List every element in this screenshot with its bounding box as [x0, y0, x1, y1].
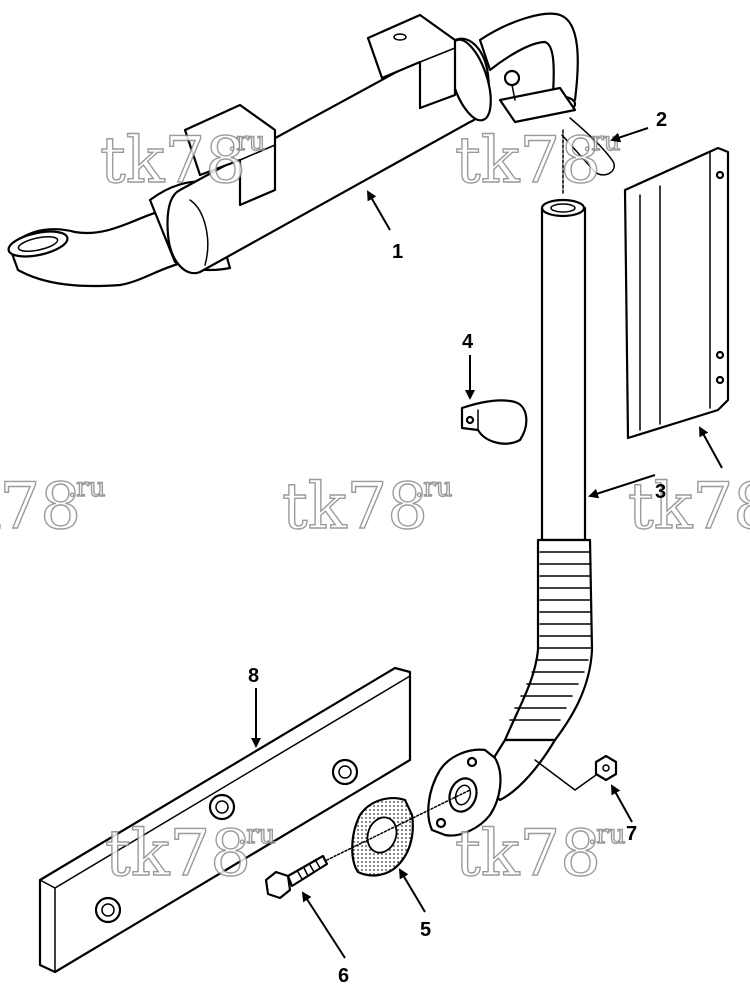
mounting-rail: [38, 666, 412, 974]
svg-text:tk78: tk78: [0, 470, 81, 544]
svg-text:tk78: tk78: [282, 470, 428, 544]
callout-7: 7: [626, 823, 637, 845]
watermark: tk78 .ru: [281, 469, 453, 544]
rail-holes: [94, 758, 359, 924]
heat-shield-panel: [623, 146, 730, 440]
hex-nut: [534, 754, 618, 791]
callout-3: 3: [655, 481, 666, 503]
watermark: tk78 .ru: [0, 469, 106, 544]
hex-bolt: [264, 789, 471, 900]
svg-text:.ru: .ru: [415, 473, 452, 503]
watermark: tk78 .ru: [104, 816, 276, 891]
callout-1: 1: [392, 241, 403, 263]
leader-5: [398, 868, 426, 913]
flange-gasket: [351, 797, 414, 877]
leader-2: [610, 127, 649, 143]
svg-text:.ru: .ru: [68, 473, 105, 503]
watermarks: tk78 .ru tk78 .ru tk78 .ru tk78 .ru tk78…: [0, 123, 750, 891]
leader-1: [366, 190, 391, 231]
svg-text:tk78: tk78: [455, 124, 601, 198]
leader-9: [699, 426, 723, 469]
watermark: tk78 .ru: [454, 123, 621, 198]
svg-text:.ru: .ru: [228, 127, 265, 157]
u-bolt-clamp: [498, 69, 615, 196]
leader-7: [611, 784, 633, 823]
callout-6: 6: [338, 965, 349, 987]
svg-text:.ru: .ru: [238, 820, 275, 850]
exhaust-riser-pipe: [427, 198, 594, 837]
callout-5: 5: [420, 919, 431, 941]
svg-text:.ru: .ru: [583, 127, 620, 157]
watermark: tk78 .ru: [454, 816, 626, 891]
leader-6: [301, 891, 346, 959]
svg-text:tk78: tk78: [455, 817, 601, 891]
leader-3: [588, 474, 656, 499]
svg-text:.ru: .ru: [588, 820, 625, 850]
svg-text:tk78: tk78: [105, 817, 251, 891]
callout-2: 2: [656, 109, 667, 131]
svg-text:tk78: tk78: [100, 124, 246, 198]
callout-8: 8: [248, 665, 259, 687]
callout-leaders: [251, 127, 723, 959]
svg-text:tk78: tk78: [628, 470, 750, 544]
muffler-assembly: [7, 12, 579, 288]
pipe-clamp-half: [460, 399, 528, 445]
callout-labels: 1 2 3 4 5 6 7 8: [248, 109, 667, 987]
callout-4: 4: [462, 331, 474, 353]
watermark: tk78 .ru: [99, 123, 266, 198]
watermark: tk78: [627, 469, 750, 544]
